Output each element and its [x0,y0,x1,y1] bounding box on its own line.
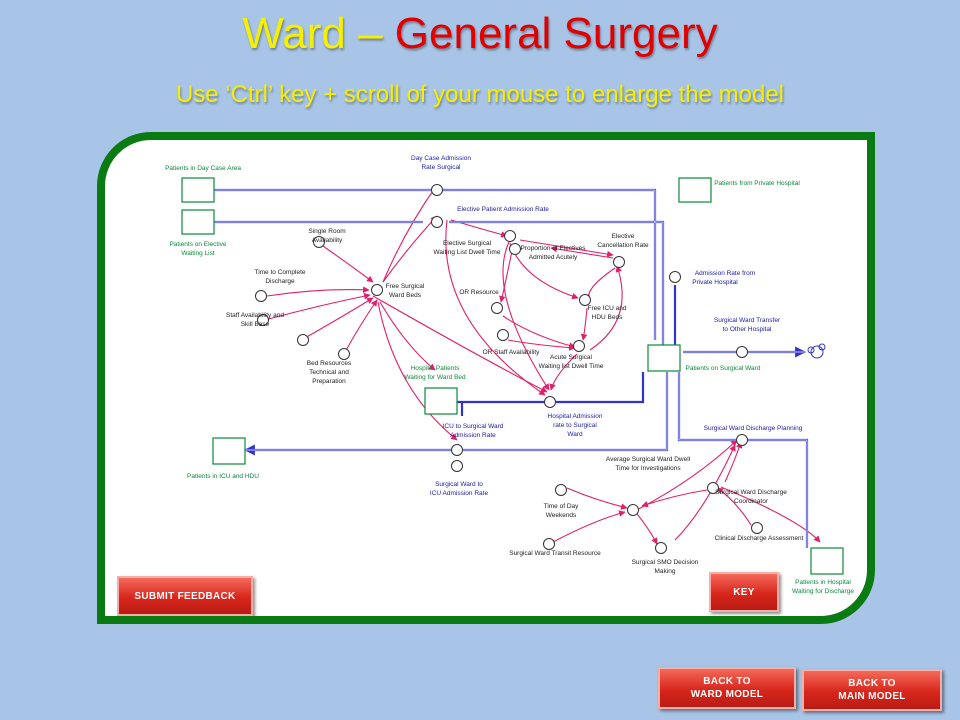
label-hosp-adm-1: Hospital Admission [548,413,603,420]
label-avg-dwell-1: Average Surgical Ward Dwell [606,456,691,463]
label-clinical: Clinical Discharge Assessment [715,535,804,542]
label-free-beds-1: Free Surgical [386,283,425,290]
label-acute-dwell-2: Waiting list Dwell Time [539,363,604,370]
valve-ward-to-icu [451,460,463,472]
valve-day-case [431,184,443,196]
back-main-label-2: MAIN MODEL [838,691,906,702]
label-discharge-wait-2: Waiting for Discharge [792,588,854,595]
label-day-case-rate-2: Rate Surgical [421,164,461,171]
label-elective-dwell-1: Elective Surgical [443,240,492,247]
label-icu-to-ward-1: ICU to Surgical Ward [443,423,504,430]
stock-private-hospital [678,177,712,203]
label-acute-dwell-1: Acute Surgical [550,354,592,361]
label-hosp-adm-3: Ward [567,431,583,438]
label-surgical-ward: Patients on Surgical Ward [686,365,761,372]
label-elective-cancel-1: Elective [612,233,635,240]
stock-day-case [181,177,215,203]
label-elective-rate: Elective Patient Admission Rate [457,206,549,213]
stock-hospital-waiting [424,387,458,415]
label-single-room-1: Single Room [308,228,345,235]
label-prop-elective-2: Admitted Acutely [529,254,578,261]
label-day-case-rate-1: Day Case Admission [411,155,471,162]
label-smo-2: Making [655,568,676,575]
valve-private [669,271,681,283]
valve-hosp-adm [544,396,556,408]
back-to-ward-model-button[interactable]: BACK TO WARD MODEL [658,667,796,709]
stock-surgical-ward [647,344,681,372]
cloud-sink [807,343,826,359]
page-title: Ward – General Surgery [0,8,960,60]
label-transfer-2: to Other Hospital [723,326,772,333]
label-smo-1: Surgical SMO Decision [632,559,699,566]
label-coordinator-2: Coordinator [734,498,769,505]
back-to-main-model-button[interactable]: BACK TO MAIN MODEL [802,669,942,711]
submit-feedback-label: SUBMIT FEEDBACK [134,590,236,602]
stock-discharge-wait [810,547,844,575]
label-prop-elective-1: Proportion of Electives [520,245,586,252]
label-discharge-wait-1: Patients in Hospital [795,579,851,586]
back-ward-label-1: BACK TO [703,676,751,687]
label-icu-to-ward-2: Admission Rate [450,432,496,439]
label-or-staff: OR Staff Availability [483,349,541,356]
page-subtitle: Use ‘Ctrl’ key + scroll of your mouse to… [175,81,785,108]
label-private-rate-1: Admission Rate from [695,270,755,277]
label-day-case-area: Patients in Day Case Area [165,165,241,172]
label-staff-avail-2: Skill Base [241,321,270,328]
label-elective-dwell-2: Waiting List Dwell Time [434,249,501,256]
label-discharge-planning: Surgical Ward Discharge Planning [704,425,803,432]
stock-flow-diagram[interactable]: Patients in Day Case Area Patients on El… [105,140,867,616]
valve-icu-to-ward [451,444,463,456]
back-ward-label-2: WARD MODEL [690,689,764,700]
valve-transfer [736,346,748,358]
label-bed-res-3: Preparation [312,378,346,385]
stock-icu-hdu [212,437,246,465]
back-main-label-1: BACK TO [848,678,896,689]
submit-feedback-button[interactable]: SUBMIT FEEDBACK [117,576,253,616]
label-ward-to-icu-1: Surgical Ward to [435,481,483,488]
label-bed-res-1: Bed Resources [307,360,352,367]
label-avg-dwell-2: Time for Investigations [615,465,681,472]
label-time-complete-2: Discharge [265,278,295,285]
stock-elective-waiting [181,209,215,235]
label-transit: Surgical Ward Transit Resource [509,550,601,557]
key-label: KEY [733,586,755,598]
label-free-icu-1: Free ICU and [587,305,626,312]
label-hospital-waiting-1: Hospital Patients [411,365,461,372]
label-hospital-waiting-2: Waiting for Ward Bed [404,374,466,381]
label-ward-to-icu-2: ICU Admission Rate [430,490,489,497]
label-icu-hdu: Patients in ICU and HDU [187,473,259,480]
page-title-specialty: General Surgery [394,9,718,58]
key-button[interactable]: KEY [709,572,779,612]
label-time-of-day-2: Weekends [546,512,577,519]
valve-discharge [736,434,748,446]
label-elective-waiting-1: Patients on Elective [169,241,226,248]
label-time-of-day-1: Time of Day [544,503,580,510]
valves [431,184,748,472]
variables [255,230,763,554]
page-title-ward: Ward – [242,9,395,58]
label-bed-res-2: Technical and [309,369,349,376]
valve-elective [431,216,443,228]
stocks [181,177,844,575]
label-single-room-2: Availability [312,237,343,244]
model-frame: Patients in Day Case Area Patients on El… [97,132,875,624]
label-or-resource: OR Resource [459,289,499,296]
label-transfer-1: Surgical Ward Transfer [714,317,781,324]
label-hosp-adm-2: rate to Surgical [553,422,597,429]
label-free-icu-2: HDU Beds [592,314,623,321]
label-private-rate-2: Private Hospital [692,279,738,286]
label-elective-cancel-2: Cancellation Rate [597,242,649,249]
label-coordinator-1: Surgical Ward Discharge [715,489,787,496]
label-elective-waiting-2: Waiting List [181,250,215,257]
label-private-hospital: Patients from Private Hospital [714,180,800,187]
label-free-beds-2: Ward Beds [389,292,422,299]
label-time-complete-1: Time to Complete [254,269,305,276]
label-staff-avail-1: Staff Availability and [226,312,284,319]
